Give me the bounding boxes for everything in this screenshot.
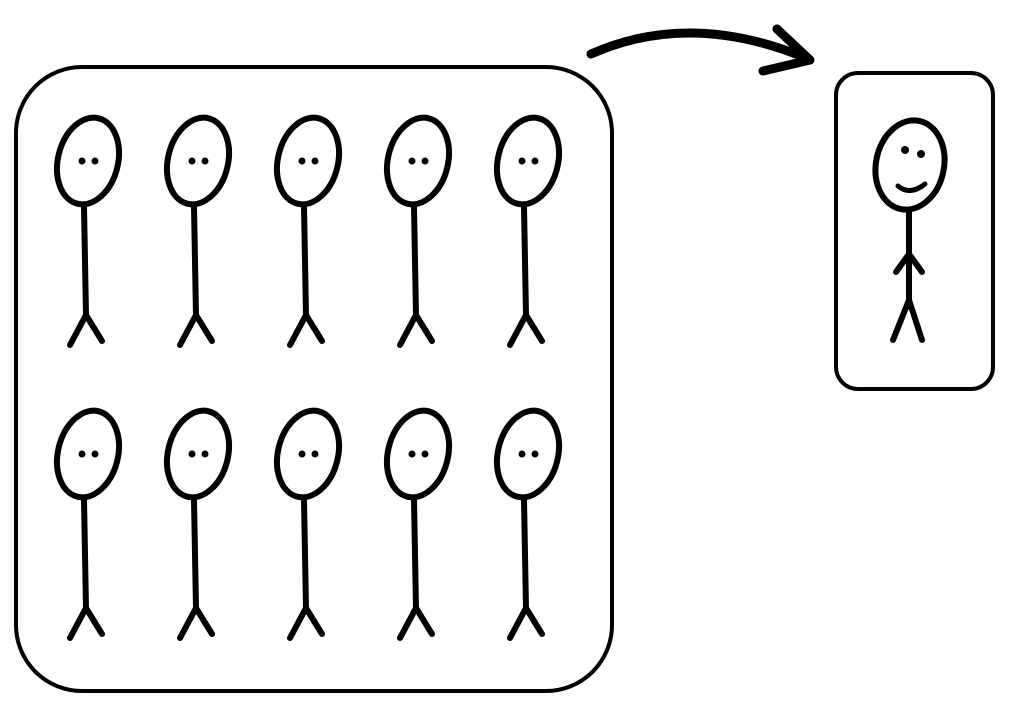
- stick-figure-icon: [164, 407, 232, 641]
- head: [164, 407, 232, 501]
- smile: [895, 181, 928, 193]
- body: [521, 204, 529, 318]
- legs: [67, 312, 105, 348]
- right-eye: [91, 157, 99, 165]
- left-eye: [408, 157, 416, 165]
- body: [191, 204, 199, 318]
- legs: [177, 605, 215, 641]
- stick-figure-icon: [54, 114, 122, 348]
- stick-figure-icon: [384, 114, 452, 348]
- curved-arrow-icon: [586, 24, 815, 76]
- legs: [890, 297, 925, 343]
- left-eye: [298, 157, 306, 165]
- stick-figure-icon: [872, 117, 948, 343]
- right-eye: [201, 450, 209, 458]
- head: [494, 114, 562, 208]
- left-eye: [188, 450, 196, 458]
- left-eye: [78, 450, 86, 458]
- left-eye: [78, 157, 86, 165]
- right-eye: [311, 450, 319, 458]
- left-eye: [518, 157, 526, 165]
- right-eye: [531, 450, 539, 458]
- individual-box: [834, 71, 995, 391]
- stick-figure-icon: [274, 114, 342, 348]
- stick-figure-icon: [164, 114, 232, 348]
- left-eye: [408, 450, 416, 458]
- stick-figure-icon: [54, 407, 122, 641]
- head: [54, 114, 122, 208]
- head: [384, 114, 452, 208]
- head: [274, 407, 342, 501]
- left-eye: [901, 146, 909, 154]
- individual-figure: [872, 117, 948, 343]
- right-eye: [421, 157, 429, 165]
- left-eye: [188, 157, 196, 165]
- right-eye: [531, 157, 539, 165]
- legs: [287, 312, 325, 348]
- head: [384, 407, 452, 501]
- crowd-figures: [54, 114, 562, 641]
- right-eye: [917, 150, 925, 158]
- head: [164, 114, 232, 208]
- stick-figure-icon: [494, 114, 562, 348]
- head: [274, 114, 342, 208]
- body: [301, 204, 309, 318]
- body: [521, 497, 529, 611]
- body: [81, 497, 89, 611]
- arms: [893, 251, 925, 275]
- body: [81, 204, 89, 318]
- legs: [397, 605, 435, 641]
- body: [191, 497, 199, 611]
- legs: [177, 312, 215, 348]
- legs: [397, 312, 435, 348]
- right-eye: [311, 157, 319, 165]
- legs: [507, 312, 545, 348]
- right-eye: [201, 157, 209, 165]
- group-box: [14, 65, 614, 693]
- right-eye: [421, 450, 429, 458]
- body: [411, 204, 419, 318]
- legs: [67, 605, 105, 641]
- stick-figure-icon: [384, 407, 452, 641]
- legs: [287, 605, 325, 641]
- stick-figure-icon: [494, 407, 562, 641]
- head: [54, 407, 122, 501]
- right-eye: [91, 450, 99, 458]
- legs: [507, 605, 545, 641]
- left-eye: [298, 450, 306, 458]
- left-eye: [518, 450, 526, 458]
- head: [494, 407, 562, 501]
- stick-figure-icon: [274, 407, 342, 641]
- body: [301, 497, 309, 611]
- body: [411, 497, 419, 611]
